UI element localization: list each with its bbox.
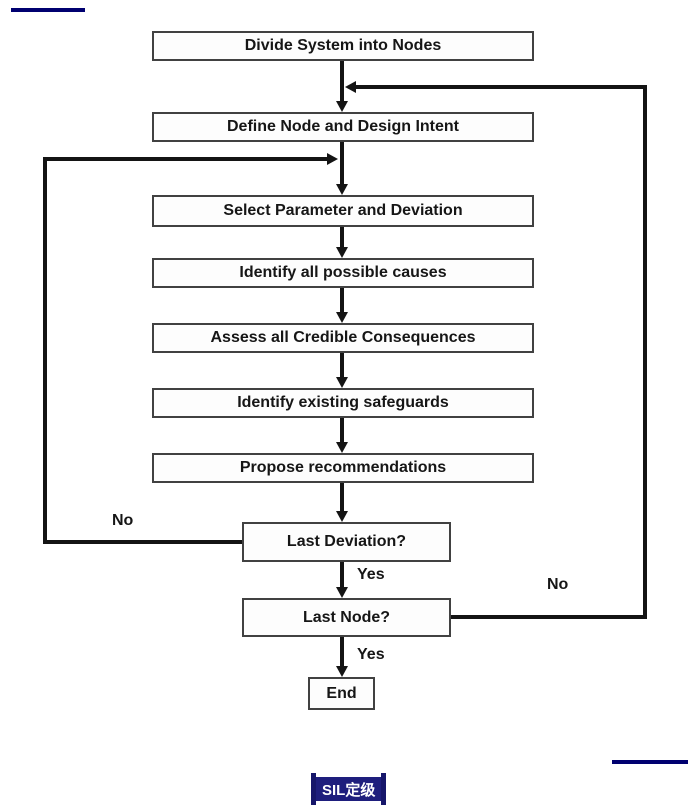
flow-box-last-node: Last Node? <box>242 598 451 637</box>
top-left-rule <box>11 8 85 12</box>
connector-4-5 <box>340 288 344 313</box>
edge-label-no-right: No <box>547 576 569 593</box>
flow-box-last-deviation: Last Deviation? <box>242 522 451 562</box>
connector-9-end <box>340 637 344 667</box>
edge-label-yes-after-last-node: Yes <box>357 646 385 663</box>
arrowhead-into-assess-consequences <box>336 312 348 323</box>
flow-box-propose-recommendations: Propose recommendations <box>152 453 534 483</box>
arrowhead-into-identify-safeguards <box>336 377 348 388</box>
connector-2-3 <box>340 142 344 185</box>
arrowhead-into-select-parameter <box>336 184 348 195</box>
left-loop-top-line <box>43 157 327 161</box>
flow-box-divide-system: Divide System into Nodes <box>152 31 534 61</box>
arrowhead-into-define-node <box>336 101 348 112</box>
bottom-right-rule <box>612 760 688 764</box>
flow-box-select-parameter: Select Parameter and Deviation <box>152 195 534 227</box>
right-loop-top-line <box>356 85 647 89</box>
arrowhead-right-loop-merge <box>345 81 356 93</box>
sil-tag-right-bar <box>381 773 387 805</box>
left-loop-vertical-line <box>43 157 47 544</box>
arrowhead-into-end <box>336 666 348 677</box>
sil-tag-left-bar <box>311 773 316 805</box>
connector-1-2 <box>340 61 344 102</box>
flow-box-assess-consequences: Assess all Credible Consequences <box>152 323 534 353</box>
connector-7-8 <box>340 483 344 512</box>
arrowhead-left-loop-merge <box>327 153 338 165</box>
connector-5-6 <box>340 353 344 378</box>
sil-rating-tag[interactable]: SIL定级 <box>311 773 387 805</box>
arrowhead-into-propose-recommendations <box>336 442 348 453</box>
sil-tag-label: SIL定级 <box>316 777 382 801</box>
flow-box-identify-safeguards: Identify existing safeguards <box>152 388 534 418</box>
connector-8-9 <box>340 562 344 588</box>
connector-6-7 <box>340 418 344 443</box>
edge-label-yes-after-last-deviation: Yes <box>357 566 385 583</box>
arrowhead-into-identify-causes <box>336 247 348 258</box>
flow-box-end: End <box>308 677 375 710</box>
right-loop-vertical-line <box>643 85 647 619</box>
right-loop-bottom-line <box>451 615 647 619</box>
arrowhead-into-last-node <box>336 587 348 598</box>
left-loop-bottom-line <box>43 540 242 544</box>
edge-label-no-left: No <box>112 512 134 529</box>
connector-3-4 <box>340 227 344 248</box>
arrowhead-into-last-deviation <box>336 511 348 522</box>
flow-box-identify-causes: Identify all possible causes <box>152 258 534 288</box>
flow-box-define-node: Define Node and Design Intent <box>152 112 534 142</box>
